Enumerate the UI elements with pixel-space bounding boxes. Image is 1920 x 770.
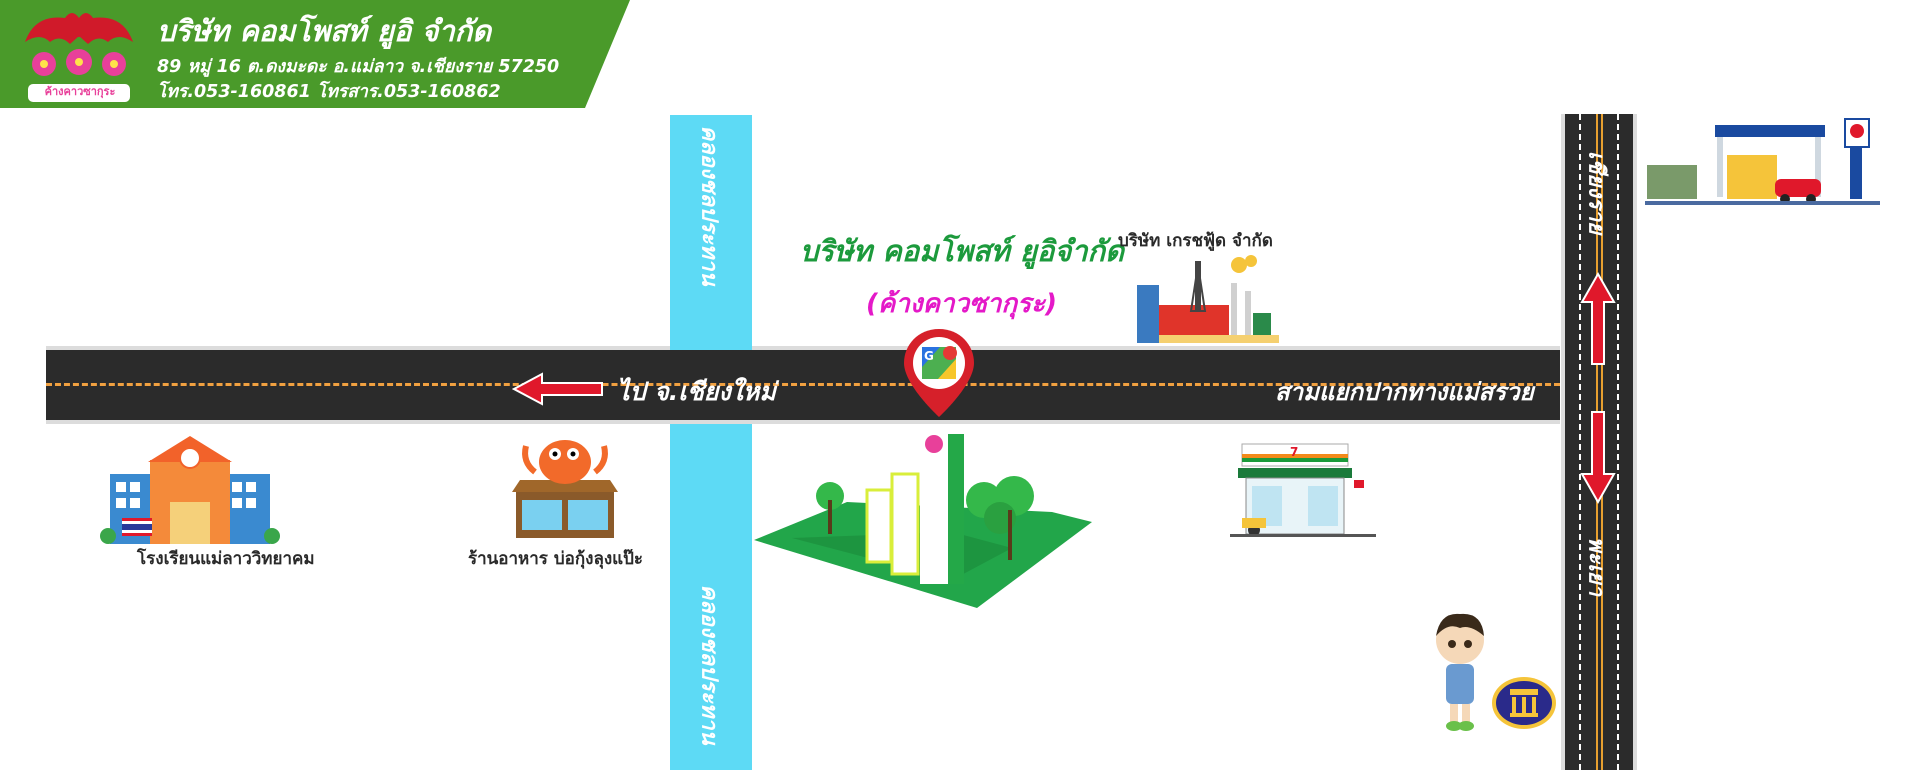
canal-label-south: คลองชลประทาน bbox=[696, 584, 722, 745]
factory-icon bbox=[1137, 255, 1279, 343]
restaurant-icon bbox=[512, 440, 618, 538]
restaurant-label: ร้านอาหาร บ่อกุ้งลุงแป๊ะ bbox=[468, 549, 644, 569]
header-banner bbox=[0, 0, 630, 108]
down-arrow-icon bbox=[1580, 411, 1616, 504]
left-arrow-icon bbox=[512, 372, 603, 406]
svg-text:G: G bbox=[924, 349, 934, 363]
company-site-icon bbox=[754, 434, 1092, 608]
main-road bbox=[46, 346, 1560, 424]
destination-subtitle: (ค้างคาวซากุระ) bbox=[866, 289, 1057, 319]
bank-icon bbox=[1492, 677, 1556, 729]
canal-south bbox=[670, 422, 752, 770]
logo-caption: ค้างคาวซากุระ bbox=[44, 85, 116, 98]
svg-text:7: 7 bbox=[1290, 445, 1298, 459]
school-icon bbox=[100, 436, 280, 544]
school-label: โรงเรียนแม่ลาววิทยาคม bbox=[137, 549, 315, 569]
canal-north bbox=[670, 115, 752, 348]
gas-station-icon bbox=[1645, 118, 1880, 205]
road-label-phayao: พะเยา bbox=[1583, 536, 1609, 597]
google-maps-pin-icon[interactable]: G bbox=[900, 327, 978, 419]
company-phone: โทร.053-160861 โทรสาร.053-160862 bbox=[157, 82, 501, 102]
company-logo bbox=[25, 13, 133, 102]
junction-label: สามแยกปากทางแม่สรวย bbox=[1275, 378, 1534, 406]
road-label-chiangrai: เชียงราย bbox=[1583, 150, 1609, 235]
greshfood-label: บริษัท เกรชฟู้ด จำกัด bbox=[1118, 231, 1273, 251]
destination-title: บริษัท คอมโพสท์ ยูอิจำกัด bbox=[800, 234, 1124, 268]
up-arrow-icon bbox=[1580, 272, 1616, 365]
company-address: 89 หมู่ 16 ต.ดงมะดะ อ.แม่ลาว จ.เชียงราย … bbox=[157, 57, 560, 77]
road-label-to-chiangmai: ไป จ.เชียงใหม่ bbox=[617, 377, 776, 406]
convenience-store-icon: 7 bbox=[1230, 443, 1376, 537]
mascot-icon bbox=[1436, 613, 1484, 731]
canal-label-north: คลองชลประทาน bbox=[696, 125, 722, 286]
company-name: บริษัท คอมโพสท์ ยูอิ จำกัด bbox=[157, 14, 492, 48]
